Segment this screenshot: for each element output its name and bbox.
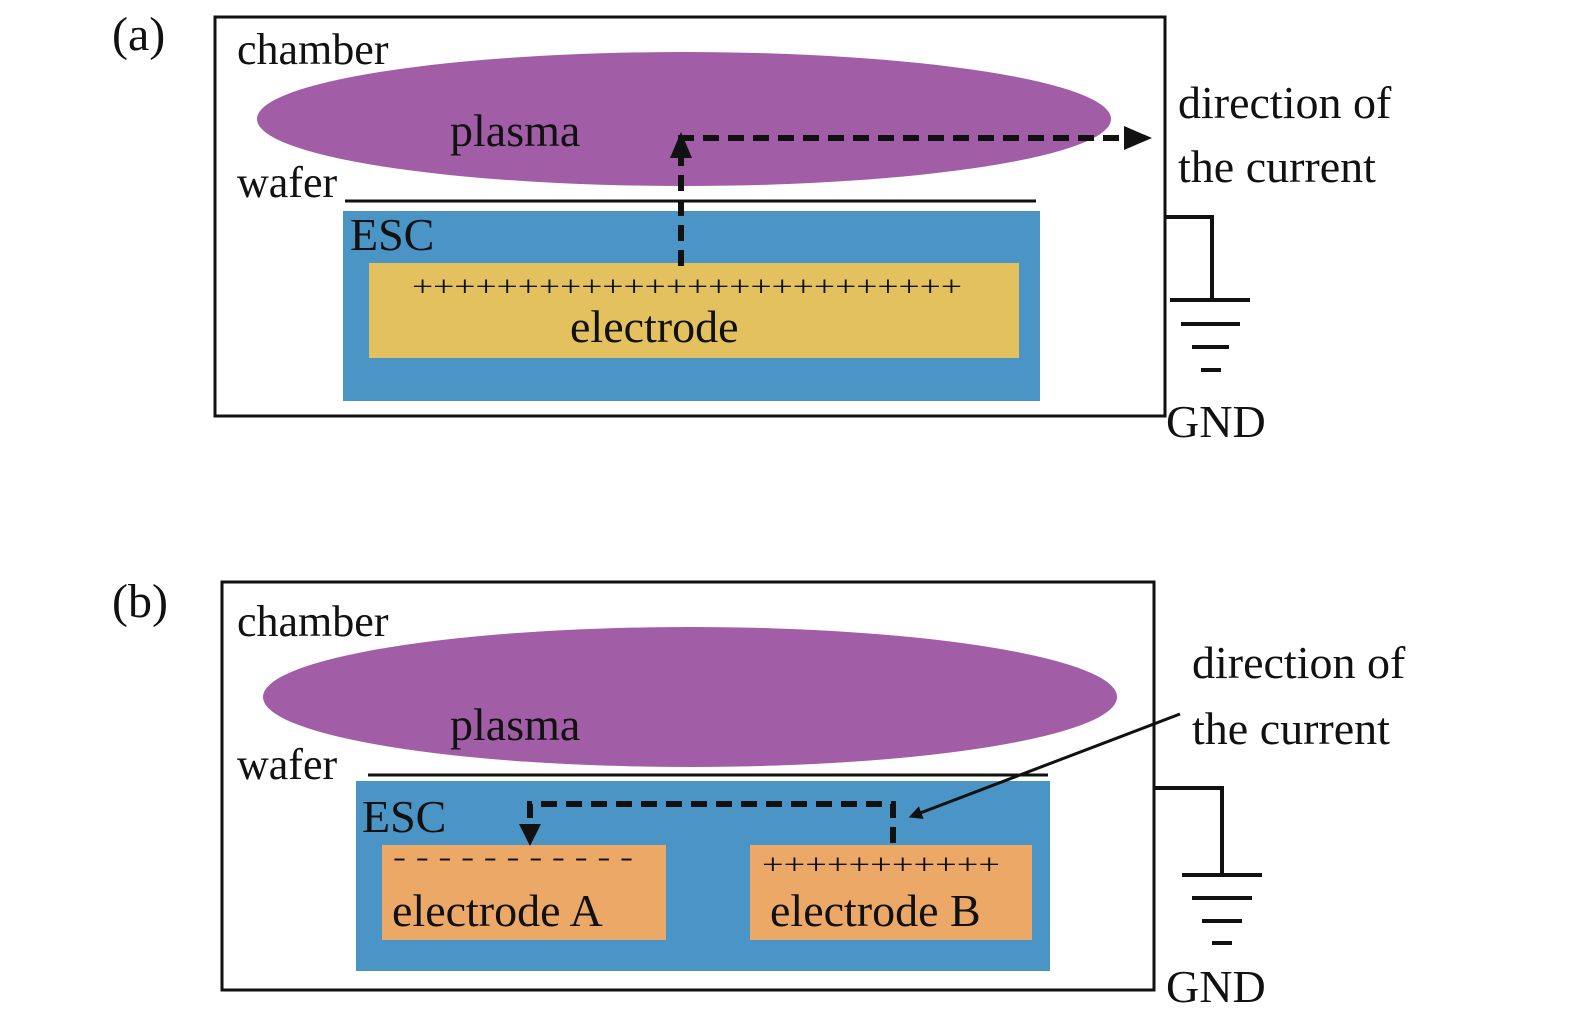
chamber-label: chamber — [237, 597, 389, 646]
arrow-head-up — [670, 132, 692, 158]
gnd-label: GND — [1166, 961, 1266, 1012]
direction-pointer-arrow — [908, 712, 1181, 819]
positive-charges: ++++++++++++++++++++++++++ — [412, 272, 962, 303]
electrode-a-label: electrode A — [392, 885, 603, 936]
electrode-b-block — [750, 845, 1032, 940]
plasma-label: plasma — [450, 699, 580, 750]
chamber-label: chamber — [237, 25, 389, 74]
electrode-label: electrode — [570, 301, 739, 352]
ground-symbol — [1155, 786, 1262, 945]
panel-b-tag: (b) — [112, 575, 168, 628]
arrow-head-right — [1124, 126, 1152, 150]
positive-charges: +++++++++++ — [762, 850, 1000, 881]
panel-b: (b) chamber plasma wafer ESC - - - - - -… — [112, 575, 1406, 1012]
direction-label-line1: direction of — [1178, 77, 1392, 128]
esc-label: ESC — [350, 209, 434, 260]
esc-label: ESC — [362, 791, 446, 842]
panel-a-tag: (a) — [112, 8, 165, 61]
gnd-label: GND — [1166, 396, 1266, 447]
direction-label-line1: direction of — [1192, 637, 1406, 688]
direction-label-line2: the current — [1192, 703, 1390, 754]
ground-symbol — [1165, 215, 1250, 372]
wafer-label: wafer — [237, 740, 337, 789]
wafer-label: wafer — [237, 158, 337, 207]
electrode-block — [369, 263, 1019, 358]
plasma-label: plasma — [450, 105, 580, 156]
electrode-a-block — [382, 845, 666, 940]
plasma-ellipse — [257, 52, 1111, 186]
current-path-arrow — [527, 801, 896, 843]
plasma-ellipse — [263, 627, 1117, 767]
negative-charges: - - - - - - - - - - - — [393, 843, 633, 872]
arrow-head-down — [519, 824, 541, 846]
panel-a: (a) chamber plasma wafer ESC +++++++++++… — [112, 8, 1392, 447]
direction-label-line2: the current — [1178, 141, 1376, 192]
electrode-b-label: electrode B — [770, 885, 981, 936]
chamber-box — [220, 580, 1156, 992]
